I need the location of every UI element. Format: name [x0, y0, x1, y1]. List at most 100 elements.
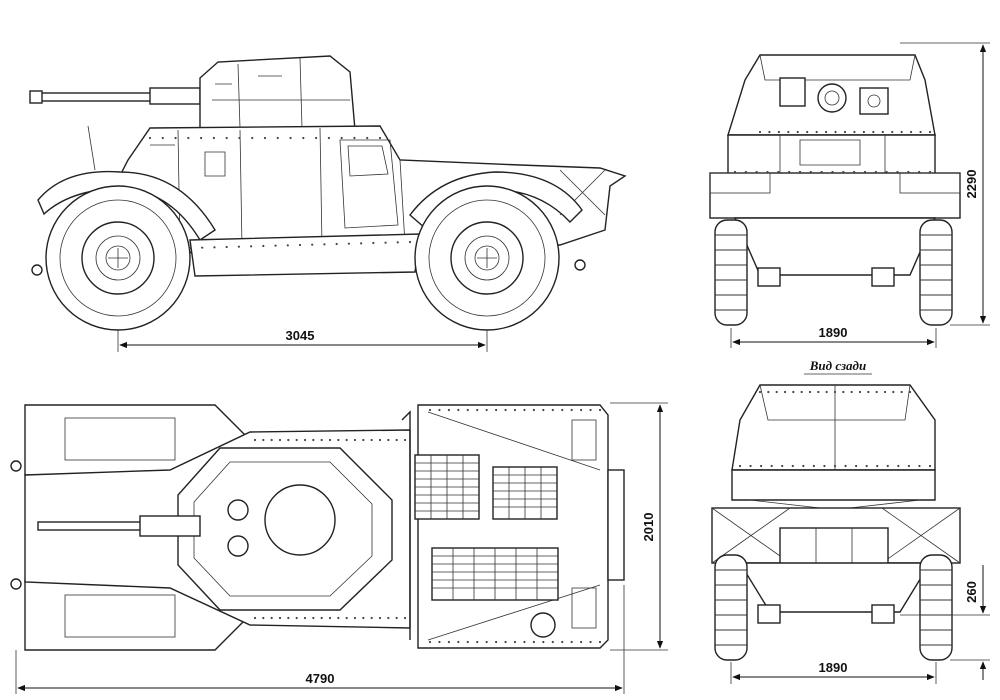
rivet [863, 170, 867, 174]
rivet [174, 136, 177, 140]
rivet [513, 408, 517, 412]
rivet [302, 136, 305, 140]
rivet [532, 640, 535, 644]
rivet [919, 130, 922, 134]
rivet [833, 464, 837, 468]
rivet [542, 408, 545, 412]
rivet [523, 640, 526, 644]
rivet [320, 438, 323, 442]
rivet [295, 616, 298, 620]
rivet [796, 130, 799, 134]
rivet [148, 136, 152, 140]
rivet [777, 170, 780, 174]
rivet [770, 464, 773, 468]
rivet [387, 616, 390, 620]
rivet [370, 616, 373, 620]
rivet [395, 438, 398, 442]
rivet [853, 170, 856, 174]
rivet [580, 408, 583, 412]
rivet [303, 616, 307, 620]
rivet [928, 170, 932, 174]
rivet [825, 390, 828, 394]
rivet [253, 438, 257, 442]
rivet [907, 464, 910, 468]
rivet [447, 640, 450, 644]
rivet [812, 464, 815, 468]
rivet [366, 136, 369, 140]
rivet [287, 616, 290, 620]
rivet [809, 170, 812, 174]
rivet [875, 390, 878, 394]
front-left-tyre [714, 554, 748, 661]
rivet [447, 408, 450, 412]
rivet [798, 170, 802, 174]
rivet [791, 464, 794, 468]
rivet [403, 438, 407, 442]
rivet [270, 438, 273, 442]
rivet [918, 170, 921, 174]
rivet [438, 640, 441, 644]
rivet [806, 130, 809, 134]
rivet [262, 438, 265, 442]
rivet [561, 408, 564, 412]
rivet [589, 640, 592, 644]
rivet [278, 438, 282, 442]
rivet [892, 390, 895, 394]
rear-right-tyre [919, 219, 953, 326]
rivet [335, 242, 338, 246]
rivet [327, 136, 330, 140]
rivet [896, 170, 899, 174]
rivet [213, 246, 216, 249]
rivet [900, 130, 903, 134]
turret-side [199, 55, 356, 131]
rivet [353, 438, 357, 442]
rivet [378, 136, 382, 140]
rivet [360, 242, 363, 245]
rivet [542, 640, 545, 644]
rivet [362, 616, 365, 620]
rivet [886, 464, 889, 468]
rivet [598, 640, 602, 644]
rivet [295, 438, 298, 442]
rivet [551, 640, 554, 644]
rivet [286, 244, 289, 247]
rivet [834, 130, 837, 134]
rivet [495, 640, 498, 644]
rivet [862, 130, 865, 134]
rivet [883, 390, 887, 394]
rivet [303, 438, 307, 442]
rivet [831, 170, 834, 174]
rivet [485, 408, 488, 412]
rivet [340, 136, 343, 140]
rivet [262, 244, 265, 248]
rivet [238, 136, 241, 140]
rivet [495, 408, 498, 412]
rivet [876, 464, 879, 468]
rivet [900, 390, 903, 394]
rivet [187, 136, 190, 140]
rivet [833, 390, 837, 394]
rivet [767, 390, 770, 394]
rivet [908, 390, 912, 394]
rivet [760, 464, 763, 468]
rivet [820, 170, 823, 174]
rivet [918, 464, 921, 468]
rivet [225, 245, 228, 249]
dim-rear-track: 1890 [730, 325, 937, 348]
rivet [270, 616, 273, 620]
rivet [378, 438, 382, 442]
rivet [758, 130, 762, 134]
rivet [570, 408, 573, 412]
lower-hull [189, 233, 421, 277]
rivet [733, 170, 737, 174]
main-gun [29, 87, 201, 105]
rivet [372, 241, 375, 245]
rear-track-label: 1890 [819, 325, 848, 340]
rear-view: 2290 1890 Вид сзади [709, 42, 990, 375]
rivet [274, 244, 277, 247]
top-view: 2010 4790 [10, 402, 668, 694]
rivet [387, 438, 390, 442]
rivet [788, 170, 791, 174]
rivet [212, 136, 215, 140]
